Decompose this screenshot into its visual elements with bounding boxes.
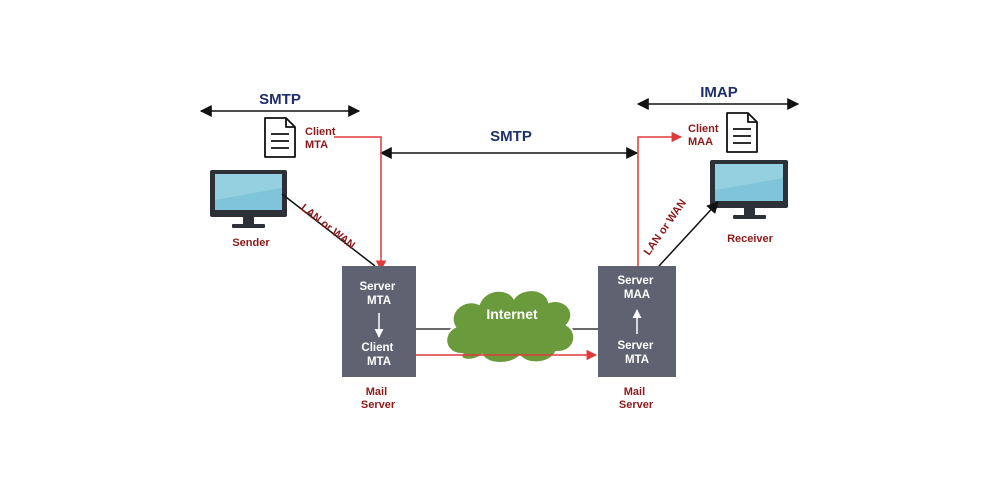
left-client-mta-label: Client MTA	[361, 342, 396, 368]
internet-label: Internet	[486, 306, 538, 322]
left-mail-server-caption: Mail Server	[361, 386, 396, 411]
sender-label: Sender	[232, 237, 270, 249]
client-mta-label: Client MTA	[305, 126, 339, 151]
client-mta-to-server-arrow	[334, 136, 387, 272]
right-mail-server-caption: Mail Server	[619, 386, 654, 411]
receiver-lan-wan-label: LAN or WAN	[642, 197, 689, 257]
imap-label: IMAP	[700, 84, 738, 101]
document-icon	[726, 112, 758, 153]
document-icon	[264, 117, 296, 158]
sender-monitor-icon	[210, 170, 287, 228]
server-to-receiver-link	[658, 201, 719, 267]
right-server-maa-label: Server MAA	[617, 275, 656, 301]
internet-cloud-icon	[445, 289, 576, 364]
sender-to-server-link	[281, 193, 376, 267]
smtp-left-label: SMTP	[259, 91, 301, 108]
server-maa-to-client-maa-arrow	[637, 131, 683, 268]
left-server-mta-label: Server MTA	[359, 281, 398, 307]
receiver-monitor-icon	[710, 160, 788, 219]
smtp-middle-label: SMTP	[490, 128, 532, 145]
right-server-mta-label: Server MTA	[617, 340, 656, 366]
receiver-label: Receiver	[727, 233, 774, 245]
sender-lan-wan-label: LAN or WAN	[298, 202, 357, 252]
client-maa-label: Client MAA	[688, 123, 722, 148]
